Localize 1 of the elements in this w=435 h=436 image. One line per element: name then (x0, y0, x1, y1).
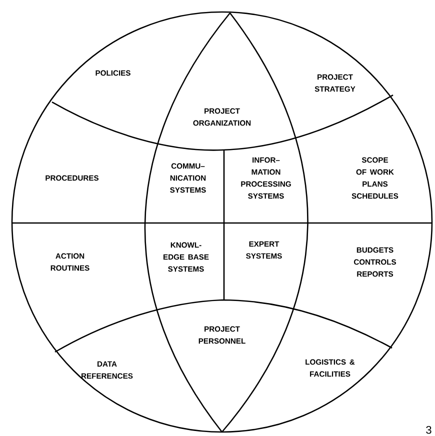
figure-number: 3 (426, 426, 432, 434)
